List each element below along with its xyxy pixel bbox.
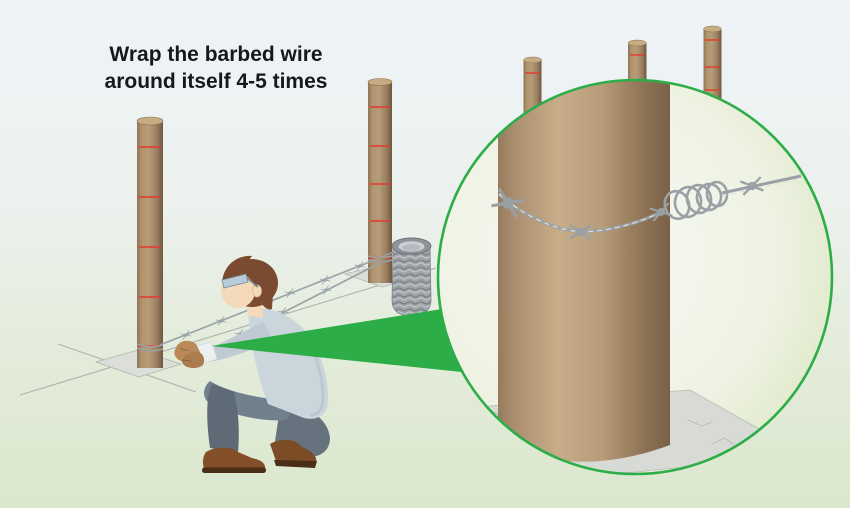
work-glove-lower <box>182 351 205 369</box>
safety-glasses-arm <box>246 277 259 288</box>
wire-wrap-middle-post <box>367 255 393 263</box>
instruction-line-2: around itself 4-5 times <box>104 69 328 93</box>
glove-finger-lines <box>179 347 192 362</box>
magnifier-ring <box>436 78 834 476</box>
wire-wrap-left-post <box>136 343 164 352</box>
magnified-barbed-wire <box>489 174 802 241</box>
worker-shoe-right-sole <box>274 460 317 468</box>
worker-shoe-right <box>270 439 317 463</box>
safety-glasses <box>221 273 249 289</box>
wire-exit-twist-highlight <box>721 178 802 197</box>
fence-ground-line <box>19 267 437 396</box>
instruction-text: Wrap the barbed wire around itself 4-5 t… <box>84 42 348 96</box>
wire-spool <box>391 237 432 317</box>
worker-hair-back <box>261 292 273 310</box>
worker-shoe-left-sole <box>202 467 266 473</box>
instruction-line-1: Wrap the barbed wire <box>109 43 323 66</box>
worker-hair-fringe <box>222 255 252 284</box>
height-marks-left-post <box>139 146 161 298</box>
worker-shoe-left <box>202 447 266 469</box>
worker-pants-shin <box>207 384 239 452</box>
fence-post-middle <box>367 78 393 283</box>
worker <box>174 255 330 473</box>
worker-ear <box>252 284 262 298</box>
magnified-wire-exit <box>721 174 802 195</box>
height-marks-background-posts <box>525 39 720 91</box>
magnified-post <box>498 81 670 462</box>
background-posts <box>523 25 722 115</box>
magnifier-callout-triangle <box>211 305 467 372</box>
fence-post-left <box>136 116 164 368</box>
magnifier-circle <box>436 78 834 476</box>
wire-coil-wrap <box>663 180 729 221</box>
height-marks-middle-post <box>370 106 390 222</box>
